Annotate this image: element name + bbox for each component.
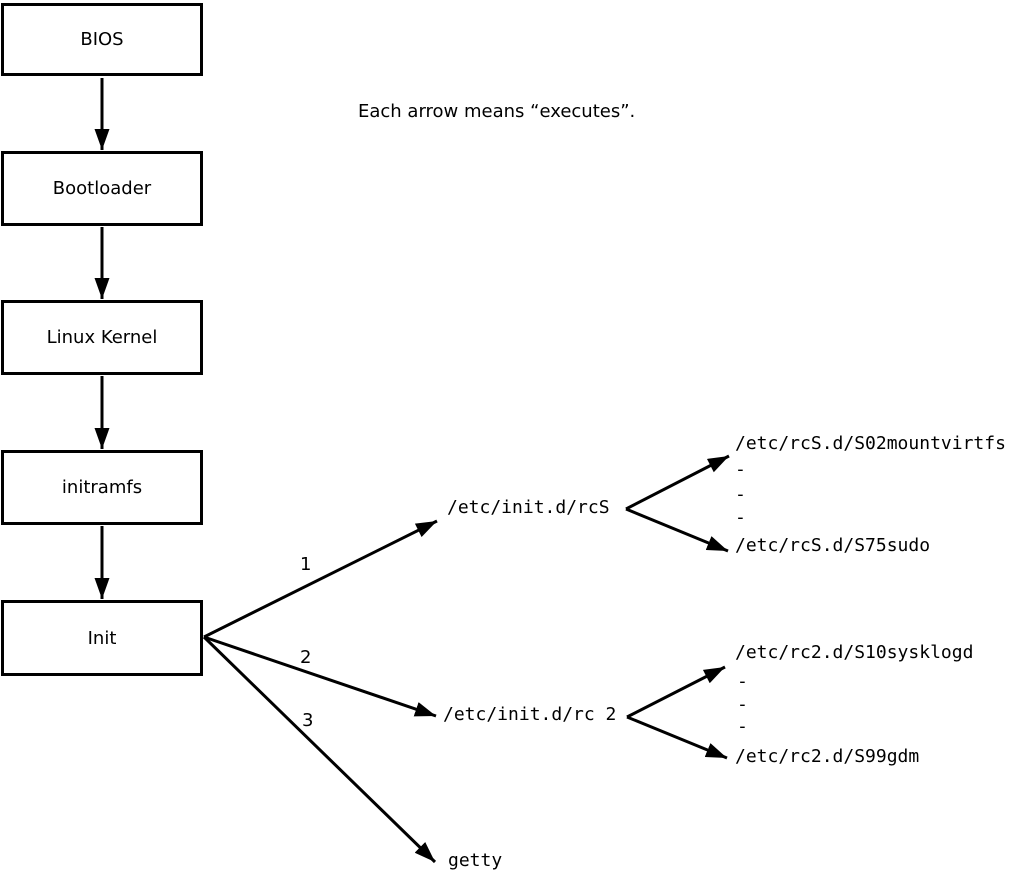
branch-3-number: 3 <box>302 710 314 731</box>
arrow-init-to-getty <box>202 635 437 864</box>
branch-target-getty: getty <box>448 850 503 871</box>
arrow-rc2-to-s99gdm <box>626 715 728 760</box>
rc2-script-ellipsis-3: - <box>737 716 748 737</box>
box-initramfs-label: initramfs <box>61 477 143 498</box>
rc2-script-s10sysklogd: /etc/rc2.d/S10sysklogd <box>735 642 974 663</box>
box-bootloader-label: Bootloader <box>52 178 152 199</box>
arrow-init-to-rc2 <box>203 635 437 718</box>
box-initramfs: initramfs <box>1 450 203 525</box>
box-linux-kernel: Linux Kernel <box>1 300 203 375</box>
branch-target-rc2: /etc/init.d/rc 2 <box>443 704 617 725</box>
arrow-rc2-to-s10sysklogd <box>626 665 726 719</box>
rcs-script-s75sudo: /etc/rcS.d/S75sudo <box>735 535 931 556</box>
box-bootloader: Bootloader <box>1 151 203 226</box>
rc2-script-ellipsis-1: - <box>737 671 748 692</box>
box-bios-label: BIOS <box>80 29 124 50</box>
rc2-script-ellipsis-2: - <box>737 694 748 715</box>
rcs-script-ellipsis-2: - <box>735 484 746 505</box>
box-linux-kernel-label: Linux Kernel <box>46 327 158 348</box>
branch-2-number: 2 <box>300 647 312 668</box>
box-init: Init <box>1 600 203 676</box>
branch-1-number: 1 <box>300 554 312 575</box>
rcs-script-ellipsis-3: - <box>735 507 746 528</box>
rcs-script-ellipsis-1: - <box>735 459 746 480</box>
arrow-rcs-to-s02mountvirtfs <box>625 454 730 511</box>
branch-target-rcs: /etc/init.d/rcS <box>447 497 610 518</box>
rc2-script-s99gdm: /etc/rc2.d/S99gdm <box>735 746 920 767</box>
box-bios: BIOS <box>1 3 203 76</box>
rcs-script-s02mountvirtfs: /etc/rcS.d/S02mountvirtfs <box>735 433 1006 454</box>
legend-note: Each arrow means “executes”. <box>358 101 636 122</box>
arrow-rcs-to-s75sudo <box>625 507 729 553</box>
arrow-init-to-rcs <box>203 519 438 639</box>
box-init-label: Init <box>87 627 117 649</box>
